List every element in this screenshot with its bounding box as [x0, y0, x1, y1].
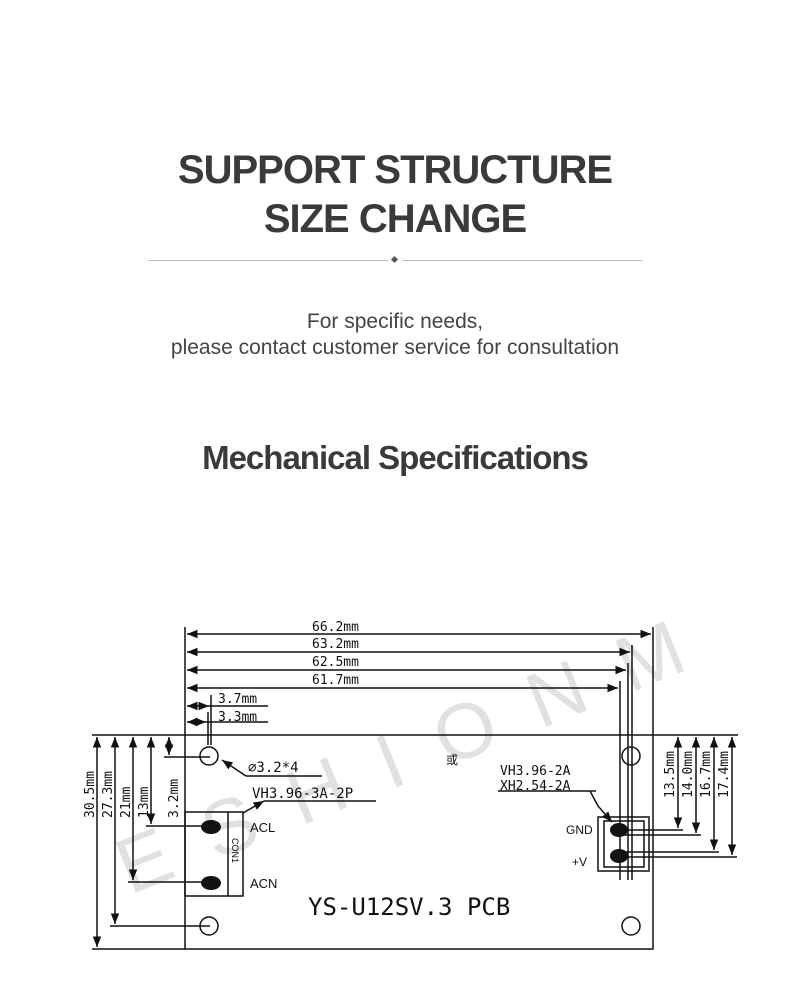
left-connector-body [184, 811, 244, 897]
mounting-hole [621, 746, 641, 766]
page-title-line-2: SIZE CHANGE [263, 197, 527, 241]
left-connector-type: VH3.96-3A-2P [252, 786, 353, 802]
leader [242, 800, 265, 814]
subtitle-line-2: please contact customer service for cons… [170, 336, 620, 359]
dim-label-v2: 27.3mm [101, 771, 116, 818]
dim-label-v4: 13mm [137, 787, 152, 818]
pin-label-acn: ACN [250, 876, 277, 891]
pin-label-gnd: GND [566, 823, 593, 837]
right-connector-type-2: XH2.54-2A [500, 779, 571, 794]
pin-label-acl: ACL [250, 820, 275, 835]
dim-label-h1: 66.2mm [312, 620, 359, 635]
pin-acn [201, 876, 221, 890]
dim-label-h5: 3.7mm [218, 692, 257, 707]
dim-label-h6: 3.3mm [218, 710, 257, 725]
dim-label-v1: 30.5mm [83, 771, 98, 818]
page-title-line-1: SUPPORT STRUCTURE [177, 148, 613, 192]
right-connector-type-1: VH3.96-2A [500, 764, 571, 779]
leader [589, 790, 613, 823]
dim-label-h3: 62.5mm [312, 655, 359, 670]
pin-gnd [610, 823, 628, 837]
pins [201, 820, 628, 890]
right-connector-inner [603, 820, 645, 868]
dim-label-h2: 63.2mm [312, 637, 359, 652]
right-connector-body [597, 816, 650, 872]
leader [221, 759, 247, 777]
or-symbol: 或 [446, 753, 458, 767]
divider-left [148, 260, 388, 261]
watermark: ESHIONM [103, 588, 733, 911]
subtitle-line-1: For specific needs, [306, 310, 484, 333]
dim-label-v3: 21mm [119, 787, 134, 818]
hole-spec-label: ⌀3.2*4 [248, 760, 299, 776]
dim-label-v6: 13.5mm [663, 751, 678, 798]
dim-label-h4: 61.7mm [312, 673, 359, 688]
mounting-hole [199, 916, 219, 936]
pin-label-v: +V [572, 855, 587, 869]
watermark-text: ESHIONM [103, 588, 733, 911]
board-name: YS-U12SV.3 PCB [308, 893, 510, 921]
pin-v [610, 849, 628, 863]
divider-right [402, 260, 642, 261]
mounting-hole [621, 916, 641, 936]
section-title: Mechanical Specifications [202, 439, 589, 476]
left-connector-ref: CON1 [230, 838, 240, 863]
dim-label-v7: 14.0mm [681, 751, 696, 798]
pin-acl [201, 820, 221, 834]
dim-label-v5: 3.2mm [167, 779, 182, 818]
dim-label-v8: 16.7mm [699, 751, 714, 798]
dim-label-v9: 17.4mm [717, 751, 732, 798]
mounting-hole [199, 746, 219, 766]
